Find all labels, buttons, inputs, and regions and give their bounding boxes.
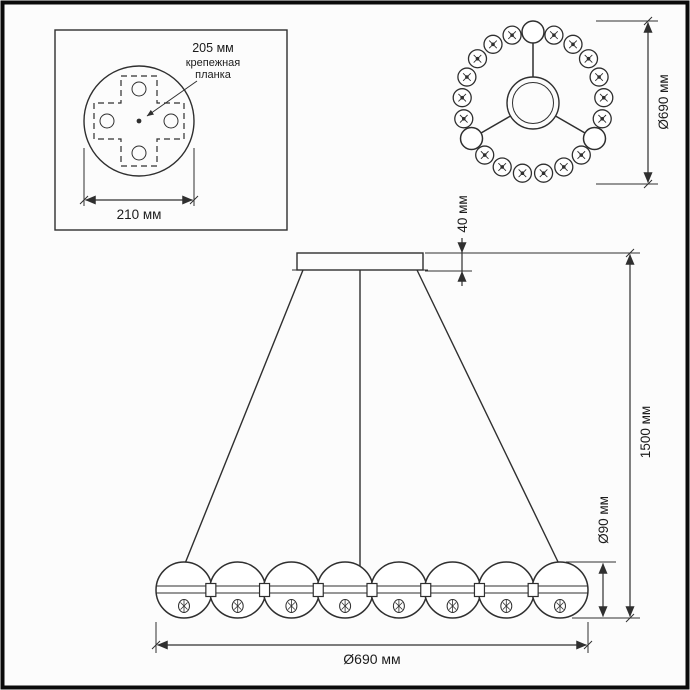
mounting-hole-left	[99, 113, 115, 129]
mounting-hole-right	[163, 113, 179, 129]
ball-row	[155, 561, 589, 619]
spoke	[555, 115, 587, 135]
crystal-bead	[475, 145, 495, 165]
glass-ball	[262, 561, 321, 619]
crystal-bead	[594, 88, 614, 108]
dimension-canopy-height: 40 мм	[425, 195, 472, 286]
mounting-hole-bottom	[131, 145, 147, 161]
ball-diameter-label: Ø90 мм	[596, 496, 611, 544]
ball-connector	[527, 582, 539, 598]
center-point	[136, 118, 142, 124]
bead-ring	[452, 20, 614, 183]
crystal-bead	[544, 25, 564, 45]
crystal-bead	[533, 163, 554, 183]
inner-ring-inner	[512, 82, 554, 124]
glass-ball	[423, 561, 482, 619]
suspension-wire-right	[416, 269, 561, 567]
crystal-bead	[454, 109, 474, 129]
ball-connector	[420, 582, 432, 598]
dimension-tick	[583, 640, 593, 650]
top-view: Ø690 мм	[452, 16, 671, 189]
plate-label-line2: планка	[195, 69, 232, 81]
ball-connector	[258, 582, 271, 598]
spoke	[479, 115, 511, 135]
crystal-bead	[563, 34, 583, 54]
leader-line	[146, 80, 198, 117]
plain-ball	[582, 126, 607, 151]
crystal-bead	[571, 145, 591, 165]
dimension-ball-diameter: Ø90 мм	[566, 496, 616, 618]
ball-connector	[312, 582, 324, 598]
mount-plate-detail-box: 205 мм крепежная планка 210 мм	[54, 29, 288, 231]
dimension-tick	[643, 179, 653, 189]
crystal-bead	[554, 157, 574, 177]
plain-ball	[459, 126, 484, 151]
dimension-tick	[189, 195, 199, 205]
crystal-bead	[492, 157, 512, 177]
canopy-circle	[83, 65, 195, 177]
width-label: Ø690 мм	[343, 651, 400, 667]
ball-connector	[205, 582, 217, 598]
dimension-tick	[625, 613, 635, 623]
front-view: 40 мм 1500 мм Ø90 мм Ø690 мм	[151, 195, 653, 667]
mounting-plate-outline	[93, 75, 185, 167]
plate-label-line1: крепежная	[186, 57, 241, 69]
crystal-bead	[512, 163, 533, 183]
crystal-bead	[592, 109, 612, 129]
crystal-bead	[457, 67, 477, 87]
crystal-bead	[467, 49, 488, 69]
ball-connector	[473, 582, 486, 598]
dim-210-label: 210 мм	[117, 207, 162, 222]
glass-ball	[316, 561, 374, 619]
dimension-tick	[625, 248, 635, 258]
glass-ball	[477, 561, 536, 619]
dimension-width: Ø690 мм	[151, 622, 593, 667]
glass-ball	[531, 561, 589, 619]
crystal-bead	[502, 25, 522, 45]
glass-ball	[155, 561, 213, 619]
total-height-label: 1500 мм	[638, 406, 653, 458]
dimension-tick	[643, 16, 653, 26]
dimension-210: 210 мм	[79, 148, 199, 222]
detail-box-border	[54, 29, 288, 231]
crystal-bead	[589, 67, 609, 87]
ball-connector	[366, 582, 378, 598]
mounting-hole-top	[131, 81, 147, 97]
plain-ball	[521, 20, 545, 44]
dim-205-label: 205 мм	[192, 41, 234, 55]
dimension-tick	[151, 640, 161, 650]
glass-ball	[208, 561, 267, 619]
dimension-tick	[79, 195, 89, 205]
suspension-wire-left	[183, 269, 304, 567]
dimension-top-diameter: Ø690 мм	[596, 16, 671, 189]
canopy-height-label: 40 мм	[455, 195, 470, 232]
crystal-bead	[578, 49, 599, 69]
glass-ball	[370, 561, 428, 619]
top-diameter-label: Ø690 мм	[656, 74, 671, 129]
crystal-bead	[452, 88, 472, 108]
crystal-bead	[483, 34, 503, 54]
dimension-total-height: 1500 мм	[425, 248, 653, 623]
